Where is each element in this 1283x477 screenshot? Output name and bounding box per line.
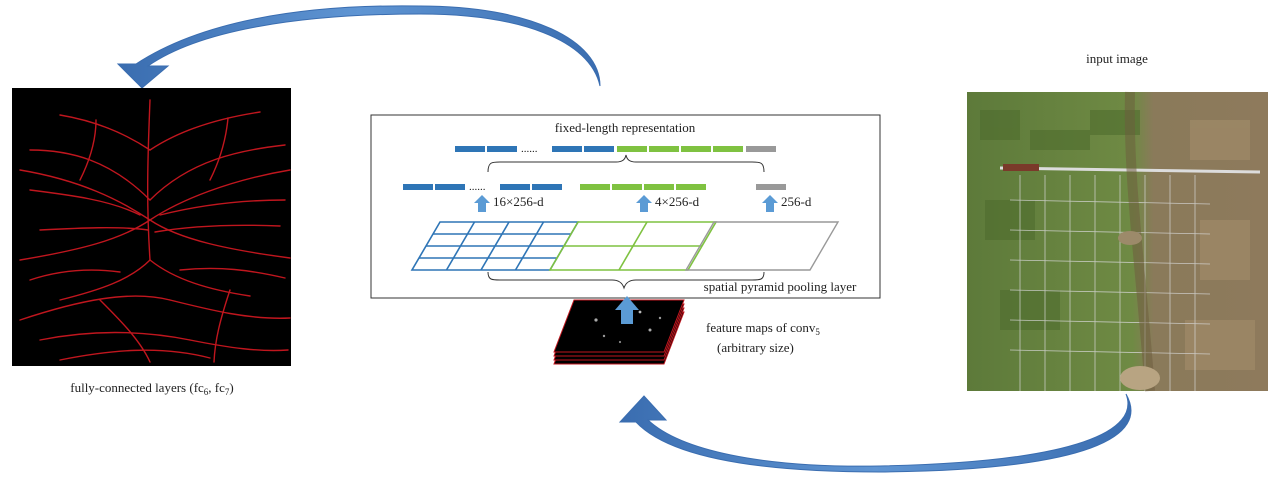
grid-1x1 [684, 221, 840, 271]
fundus-vessel-image [12, 88, 291, 366]
field-photo [967, 91, 1268, 392]
dim-16-label: 16×256-d [493, 194, 544, 209]
feature-maps-label: feature maps of conv5 [706, 320, 820, 337]
feature-maps-stack [553, 299, 685, 365]
fixed-length-label: fixed-length representation [555, 120, 696, 135]
bottom-curved-arrow-icon [618, 393, 1132, 473]
fixed-length-vector: ...... [455, 143, 776, 155]
spp-box: fixed-length representation ...... .....… [370, 114, 881, 299]
spp-layer-label: spatial pyramid pooling layer [704, 279, 857, 294]
up-arrow-icon [762, 195, 778, 212]
top-dots: ...... [521, 143, 538, 155]
row-dots: ...... [469, 181, 486, 193]
feature-maps-size-label: (arbitrary size) [717, 340, 794, 355]
top-brace [487, 154, 765, 173]
fc-caption: fully-connected layers (fc6, fc7) [70, 380, 234, 397]
up-arrow-icon [474, 195, 490, 212]
input-image-label: input image [1086, 51, 1148, 66]
pooling-bins-row: ...... [403, 181, 786, 193]
top-curved-arrow-icon [116, 5, 601, 89]
bottom-brace [487, 271, 765, 290]
dim-1-label: 256-d [781, 194, 812, 209]
up-arrow-icon [615, 296, 639, 324]
dim-4-label: 4×256-d [655, 194, 700, 209]
up-arrow-icon [636, 195, 652, 212]
